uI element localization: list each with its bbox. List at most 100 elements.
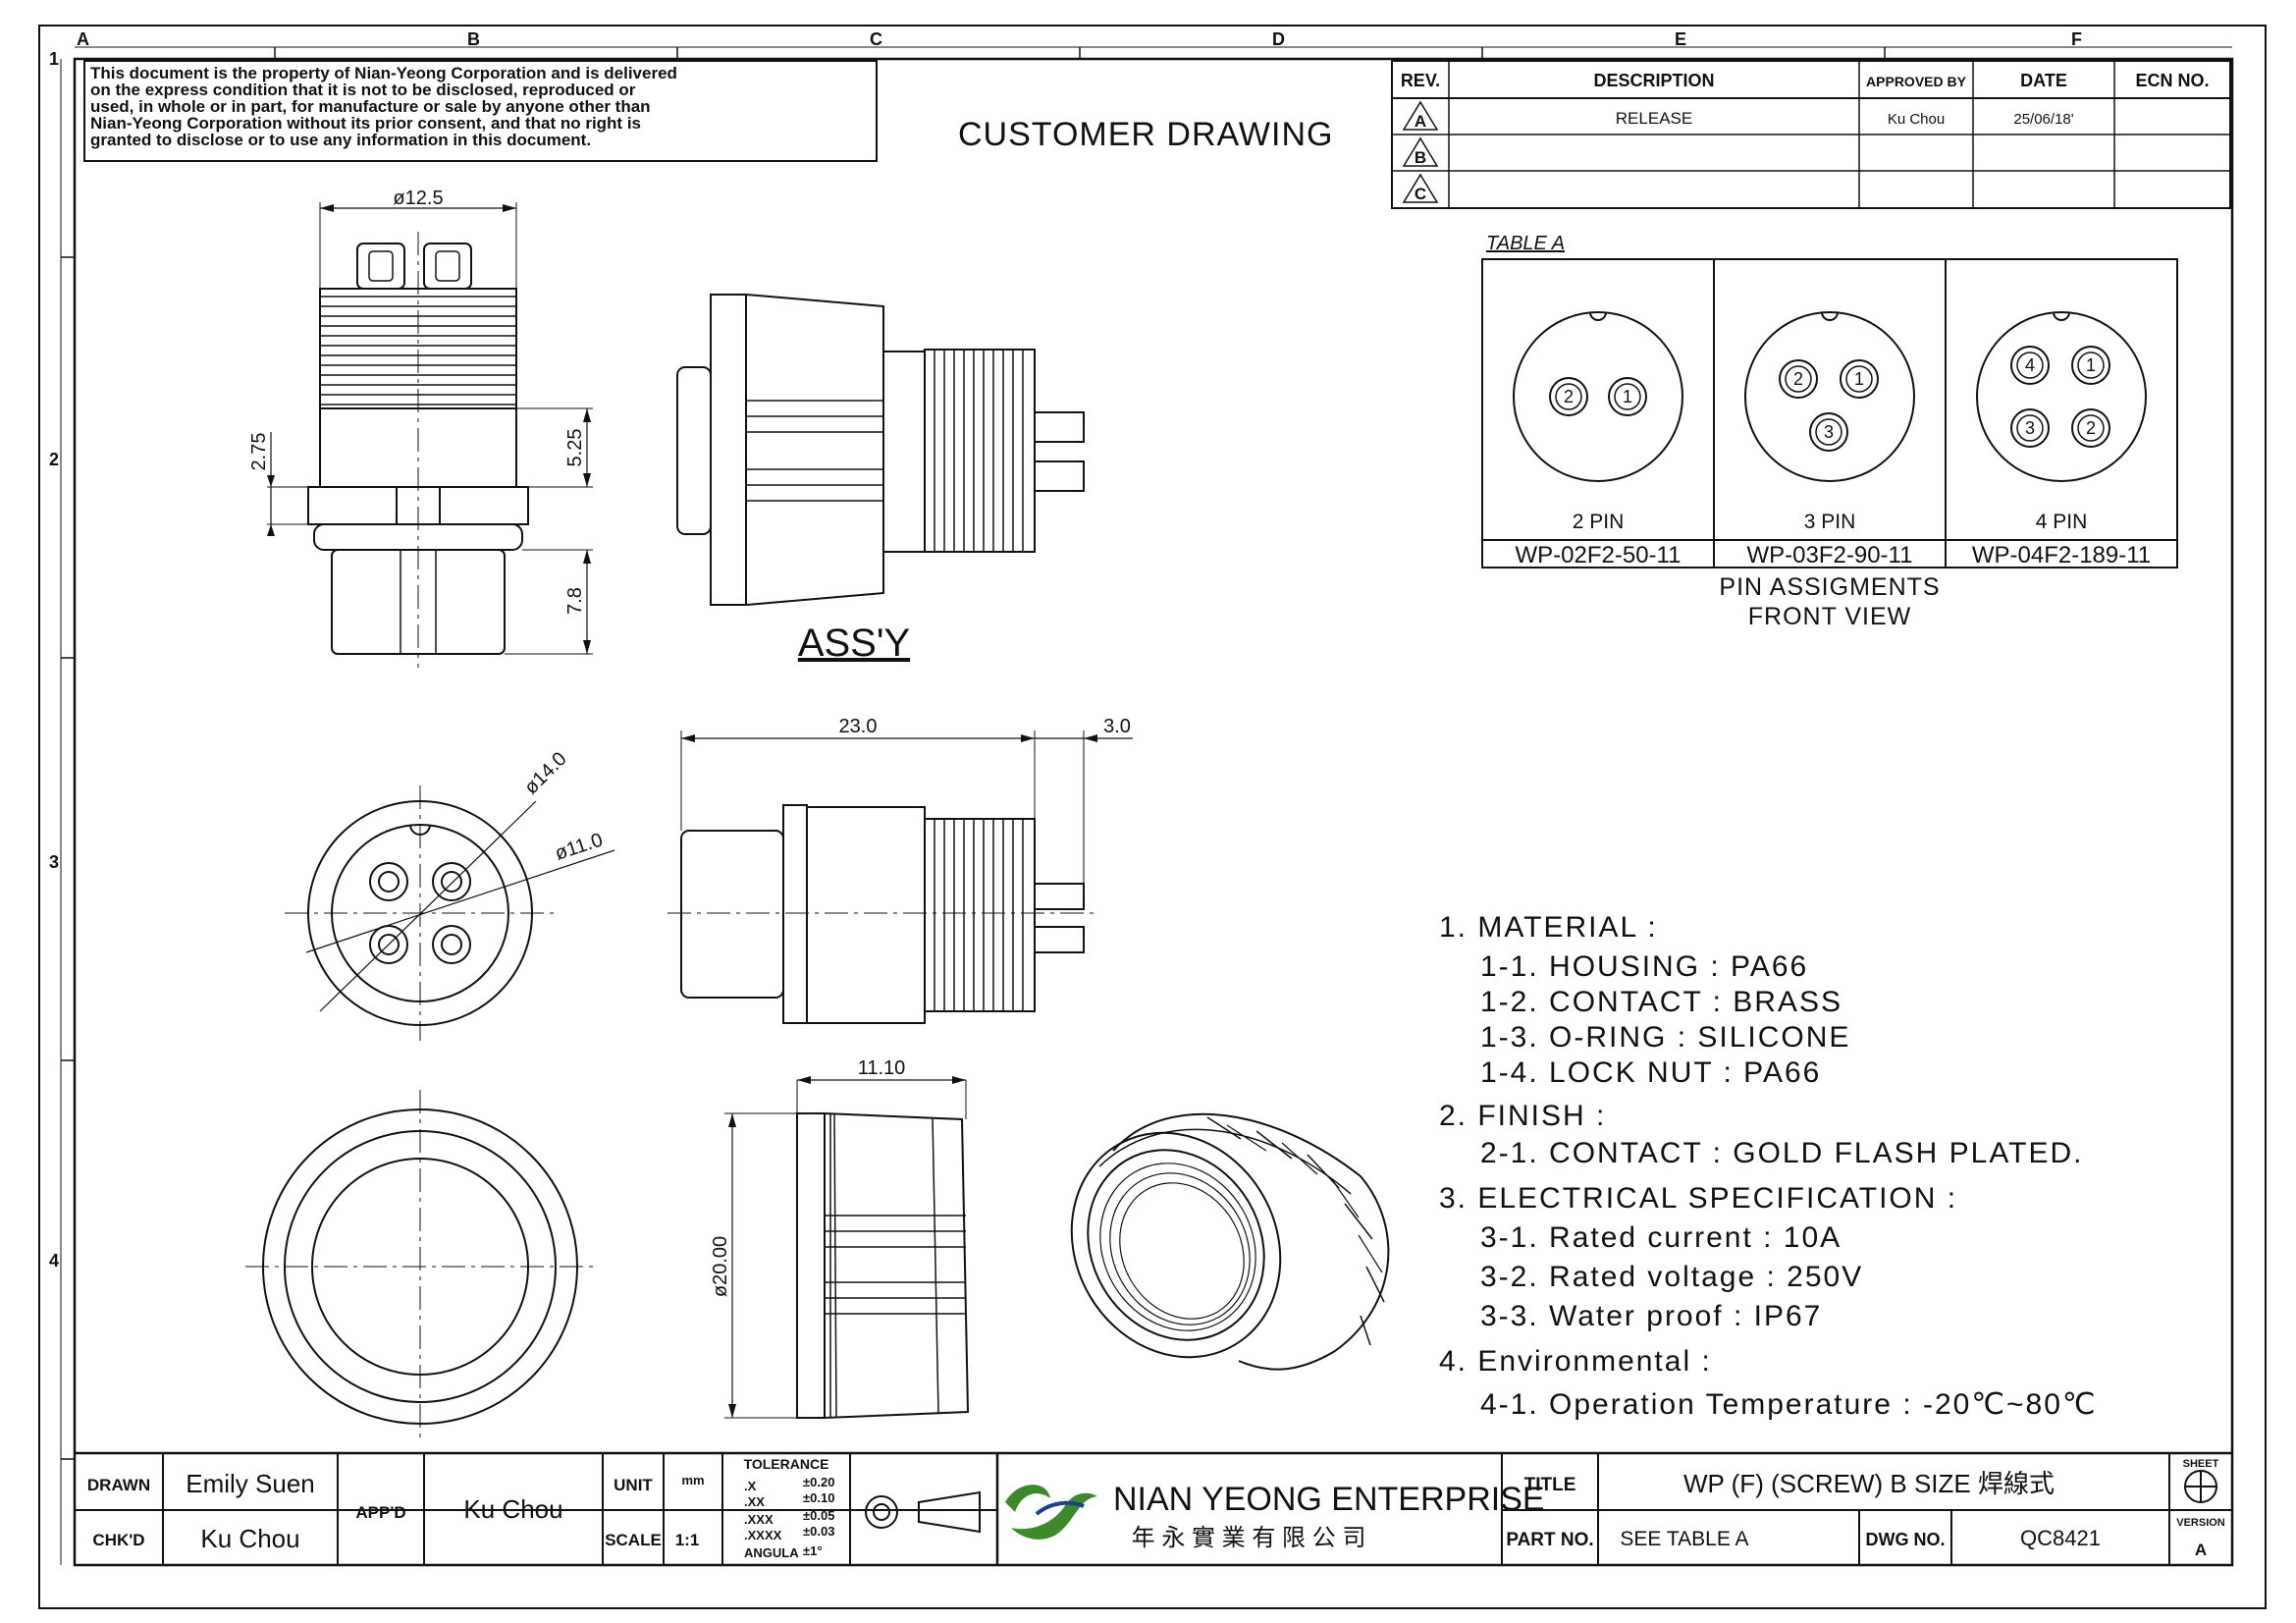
dim-5-25: 5.25 (564, 429, 586, 467)
grid-row-2: 2 (49, 450, 59, 469)
side-view-top: ø12.5 2.75 5.25 7.8 (248, 188, 593, 668)
svg-text:.X: .X (744, 1479, 757, 1493)
pin-layout-4: 4 1 3 2 4 PIN WP-04F2-189-11 (1972, 311, 2151, 568)
assembly-side-view: ASS'Y (676, 294, 1085, 665)
svg-text:4 PIN: 4 PIN (2036, 511, 2088, 533)
svg-text:.XXX: .XXX (744, 1512, 774, 1527)
part-no-label: PART NO. (1506, 1530, 1593, 1550)
svg-text:WP-02F2-50-11: WP-02F2-50-11 (1516, 542, 1682, 568)
note-rated-voltage: 3-2. Rated voltage : 250V (1480, 1261, 1863, 1293)
outer-border (38, 25, 2267, 1609)
svg-text:.XX: .XX (744, 1494, 765, 1509)
rev-a-description: RELEASE (1616, 109, 1692, 128)
svg-text:±0.20: ±0.20 (803, 1475, 834, 1489)
dim-dia-12-5: ø12.5 (393, 188, 443, 209)
svg-text:3: 3 (1824, 422, 1834, 442)
lock-nut-front-view (245, 1090, 595, 1443)
dwg-no-value: QC8421 (2020, 1526, 2101, 1550)
company-logo-icon (1005, 1485, 1097, 1540)
sheet-label: SHEET (2183, 1458, 2219, 1470)
svg-text:2: 2 (1564, 387, 1574, 406)
version-value: A (2195, 1541, 2207, 1559)
drawing-title: CUSTOMER DRAWING (958, 116, 1333, 153)
grid-row-4: 4 (49, 1251, 59, 1271)
grid-col-c: C (870, 29, 882, 49)
revision-table: REV. DESCRIPTION APPROVED BY DATE ECN NO… (1391, 60, 2231, 209)
svg-text:±0.03: ±0.03 (803, 1524, 834, 1539)
title-label: TITLE (1524, 1475, 1576, 1495)
rev-a-date: 25/06/18' (2013, 111, 2073, 128)
lock-nut-side-view: 11.10 ø20.00 (710, 1057, 970, 1420)
svg-text:2: 2 (1793, 369, 1803, 389)
drawn-value: Emily Suen (186, 1469, 315, 1498)
rev-a-approved: Ku Chou (1888, 111, 1945, 128)
pin-layout-3: 2 1 3 3 PIN WP-03F2-90-11 (1744, 311, 1915, 568)
note-contact-finish: 2-1. CONTACT : GOLD FLASH PLATED. (1480, 1137, 2083, 1169)
svg-text:Nian-Yeong Corporation without: Nian-Yeong Corporation without its prior… (90, 114, 641, 133)
ecn-header: ECN NO. (2135, 71, 2209, 90)
chkd-value: Ku Chou (200, 1524, 299, 1553)
svg-text:±0.10: ±0.10 (803, 1490, 834, 1505)
svg-text:1: 1 (1623, 387, 1632, 406)
chkd-label: CHK'D (92, 1531, 144, 1549)
grid-col-d: D (1272, 29, 1285, 49)
dim-7-8: 7.8 (564, 587, 586, 615)
dwg-no-label: DWG NO. (1866, 1530, 1946, 1549)
svg-text:3: 3 (2025, 418, 2035, 438)
table-a-label: TABLE A (1486, 233, 1565, 254)
svg-text:WP-03F2-90-11: WP-03F2-90-11 (1747, 542, 1913, 568)
assy-label: ASS'Y (798, 622, 910, 665)
tolerance-label: TOLERANCE (744, 1456, 829, 1472)
version-label: VERSION (2176, 1517, 2225, 1529)
svg-text:4: 4 (2025, 355, 2035, 375)
svg-text:ANGULA: ANGULA (744, 1545, 799, 1560)
dim-3-0: 3.0 (1103, 716, 1131, 737)
dim-2-75: 2.75 (248, 433, 270, 471)
grid-row-1: 1 (49, 49, 59, 69)
svg-text:1: 1 (1854, 369, 1864, 389)
appd-label: APP'D (355, 1503, 405, 1522)
scale-value: 1:1 (675, 1531, 700, 1549)
company-chinese-name: 年 永 實 業 有 限 公 司 (1132, 1525, 1366, 1551)
rev-c: C (1415, 185, 1426, 203)
note-environmental: 4. Environmental : (1439, 1345, 1712, 1378)
note-electrical: 3. ELECTRICAL SPECIFICATION : (1439, 1182, 1957, 1215)
dim-dia-11-0: ø11.0 (553, 829, 606, 864)
specification-notes: 1. MATERIAL : 1-1. HOUSING : PA66 1-2. C… (1439, 911, 2096, 1421)
scale-label: SCALE (605, 1531, 662, 1549)
rev-a: A (1415, 112, 1426, 131)
appd-value: Ku Chou (463, 1494, 562, 1524)
svg-text:.XXXX: .XXXX (744, 1528, 782, 1542)
table-a: TABLE A 2 1 2 PIN WP-02F2-50-11 2 1 3 3 … (1481, 233, 2178, 630)
connector-side-view: 23.0 3.0 (667, 716, 1133, 1024)
drawn-label: DRAWN (87, 1476, 150, 1494)
svg-text:granted to disclose or to use: granted to disclose or to use any inform… (90, 131, 591, 149)
grid-top: A B C D E F (75, 29, 2232, 59)
front-view: ø14.0 ø11.0 (285, 748, 615, 1041)
note-finish: 2. FINISH : (1439, 1100, 1606, 1132)
svg-text:±1°: ±1° (803, 1543, 823, 1558)
title-value: WP (F) (SCREW) B SIZE 焊線式 (1683, 1469, 2055, 1498)
svg-text:2: 2 (2086, 418, 2096, 438)
note-housing: 1-1. HOUSING : PA66 (1480, 950, 1808, 983)
grid-col-e: E (1675, 29, 1686, 49)
approved-header: APPROVED BY (1866, 74, 1967, 89)
note-material: 1. MATERIAL : (1439, 911, 1658, 944)
part-no-value: SEE TABLE A (1620, 1528, 1748, 1550)
grid-row-3: 3 (49, 852, 59, 872)
dim-11-10: 11.10 (858, 1057, 906, 1079)
grid-col-a: A (77, 29, 89, 49)
grid-col-b: B (467, 29, 480, 49)
front-view-caption: FRONT VIEW (1748, 603, 1911, 630)
note-o-ring: 1-3. O-RING : SILICONE (1480, 1021, 1850, 1054)
pin-layout-2: 2 1 2 PIN WP-02F2-50-11 (1513, 311, 1683, 568)
svg-text:This document is the property: This document is the property of Nian-Ye… (90, 64, 677, 82)
note-water-proof: 3-3. Water proof : IP67 (1480, 1300, 1822, 1332)
dim-23-0: 23.0 (839, 716, 878, 737)
svg-text:3 PIN: 3 PIN (1804, 511, 1856, 533)
svg-text:on the express condition tha: on the express condition that it is not … (90, 81, 636, 99)
company-name: NIAN YEONG ENTERPRISE (1113, 1481, 1545, 1518)
grid-col-f: F (2071, 29, 2082, 49)
note-lock-nut: 1-4. LOCK NUT : PA66 (1480, 1056, 1821, 1089)
